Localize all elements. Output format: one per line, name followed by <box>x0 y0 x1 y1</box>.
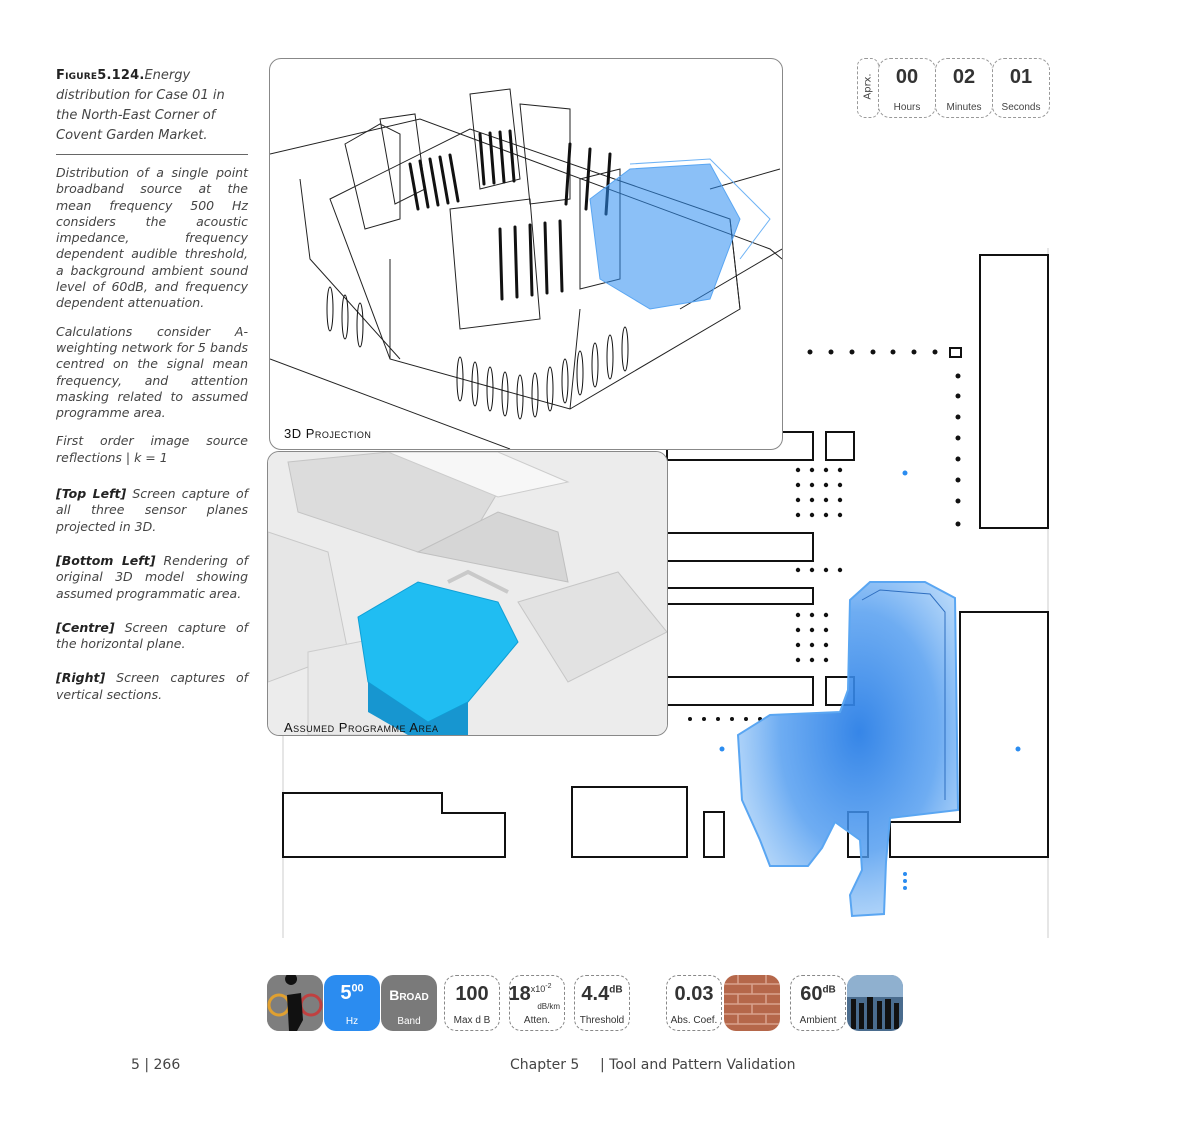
timer-hours: 00 Hours <box>878 58 936 118</box>
attenuation-value: 18x10-2 <box>509 983 564 1006</box>
threshold-label: Threshold <box>579 1015 625 1026</box>
frequency-sup: 00 <box>351 982 364 995</box>
band-label: Band <box>397 1016 421 1027</box>
threshold-unit: dB <box>609 984 623 996</box>
description-paragraph-2: Calculations consider A-weighting networ… <box>56 323 248 421</box>
hours-label: Hours <box>893 102 921 113</box>
page-number: 5 | 266 <box>131 1057 181 1073</box>
absorption-value: 0.03 <box>674 983 714 1005</box>
projection-panel-label: 3D Projection <box>284 426 372 441</box>
timer-minutes: 02 Minutes <box>935 58 993 118</box>
note-centre: [Centre] Screen capture of the horizonta… <box>56 620 248 653</box>
frequency-value: 500 <box>324 982 380 1005</box>
threshold-number: 4.4 <box>581 983 610 1005</box>
programme-area-panel-label: Assumed Programme Area <box>284 720 439 735</box>
brick-material-icon <box>724 975 780 1031</box>
ambient-unit: dB <box>822 984 836 996</box>
ambient-value: 60dB <box>791 983 845 1006</box>
note-key: [Right] <box>56 670 106 686</box>
source-figure-graphic <box>267 975 323 1031</box>
band-value: Broad <box>389 987 429 1003</box>
note-key: [Bottom Left] <box>56 552 156 568</box>
note-key: [Centre] <box>56 619 115 635</box>
note-text: Screen captures of vertical sections. <box>56 670 248 702</box>
note-bottom-left: [Bottom Left] Rendering of original 3D m… <box>56 553 248 602</box>
note-top-left: [Top Left] Screen capture of all three s… <box>56 486 248 535</box>
note-text: Rendering of original 3D model showing a… <box>56 552 248 601</box>
programme-area-render <box>268 452 667 735</box>
max-db-tile: 100 Max d B <box>444 975 500 1031</box>
max-db-value: 100 <box>455 983 489 1005</box>
figure-caption-text: Energy distribution for Case 01 in the N… <box>56 68 225 143</box>
absorption-label: Abs. Coef. <box>670 1015 718 1026</box>
caption-divider <box>56 154 248 155</box>
note-right: [Right] Screen captures of vertical sect… <box>56 670 248 703</box>
description-paragraph-3: First order image source reflections | k… <box>56 433 248 465</box>
attenuation-number: 18 <box>509 983 531 1005</box>
crowd-ambient-icon <box>847 975 903 1031</box>
frequency-tile: 500 Hz <box>324 975 380 1031</box>
minutes-value: 02 <box>952 66 976 88</box>
seconds-label: Seconds <box>1001 102 1041 113</box>
frequency-number: 5 <box>340 982 352 1004</box>
source-figure-icon <box>267 975 323 1031</box>
threshold-value: 4.4dB <box>575 983 629 1006</box>
minutes-label: Minutes <box>946 102 982 113</box>
note-key: [Top Left] <box>56 486 127 502</box>
crowd-graphic <box>847 975 903 1031</box>
chapter-label: Chapter 5 <box>510 1057 580 1073</box>
frequency-unit: Hz <box>345 1016 359 1027</box>
note-text: Screen capture of all three sensor plane… <box>56 486 248 534</box>
section-label: | Tool and Pattern Validation <box>600 1057 796 1073</box>
timer-seconds: 01 Seconds <box>992 58 1050 118</box>
band-tile: Broad Band <box>381 975 437 1031</box>
projection-wireframe <box>270 88 782 449</box>
absorption-tile: 0.03 Abs. Coef. <box>666 975 722 1031</box>
brick-texture <box>724 975 780 1031</box>
attenuation-exponent: -2 <box>545 983 552 991</box>
figure-caption: Figure5.124.Energy distribution for Case… <box>56 66 248 146</box>
attenuation-unit: dB/km <box>537 1002 560 1011</box>
approx-label: Aprx. <box>862 73 874 100</box>
attenuation-factor: x10 <box>530 984 546 995</box>
attenuation-label: Atten. <box>523 1015 551 1026</box>
note-text: Screen capture of the horizontal plane. <box>56 619 248 652</box>
ambient-tile: 60dB Ambient <box>790 975 846 1031</box>
attenuation-tile: 18x10-2 dB/km Atten. <box>509 975 565 1031</box>
programme-area-panel: Assumed Programme Area <box>267 451 668 736</box>
figure-sidebar: Figure5.124.Energy distribution for Case… <box>56 66 248 715</box>
max-db-label: Max d B <box>453 1015 491 1026</box>
projection-panel: 3D Projection <box>269 58 783 450</box>
hours-value: 00 <box>895 66 919 88</box>
description-paragraph-1: Distribution of a single point broadband… <box>56 165 248 311</box>
ambient-label: Ambient <box>799 1015 837 1026</box>
ambient-number: 60 <box>800 983 823 1005</box>
threshold-tile: 4.4dB Threshold <box>574 975 630 1031</box>
figure-label: Figure5.124. <box>56 68 145 83</box>
approx-badge: Aprx. <box>857 58 879 118</box>
seconds-value: 01 <box>1009 66 1033 88</box>
parameter-strip: 500 Hz Broad Band 100 Max d B 18x10-2 dB… <box>0 975 1203 1033</box>
